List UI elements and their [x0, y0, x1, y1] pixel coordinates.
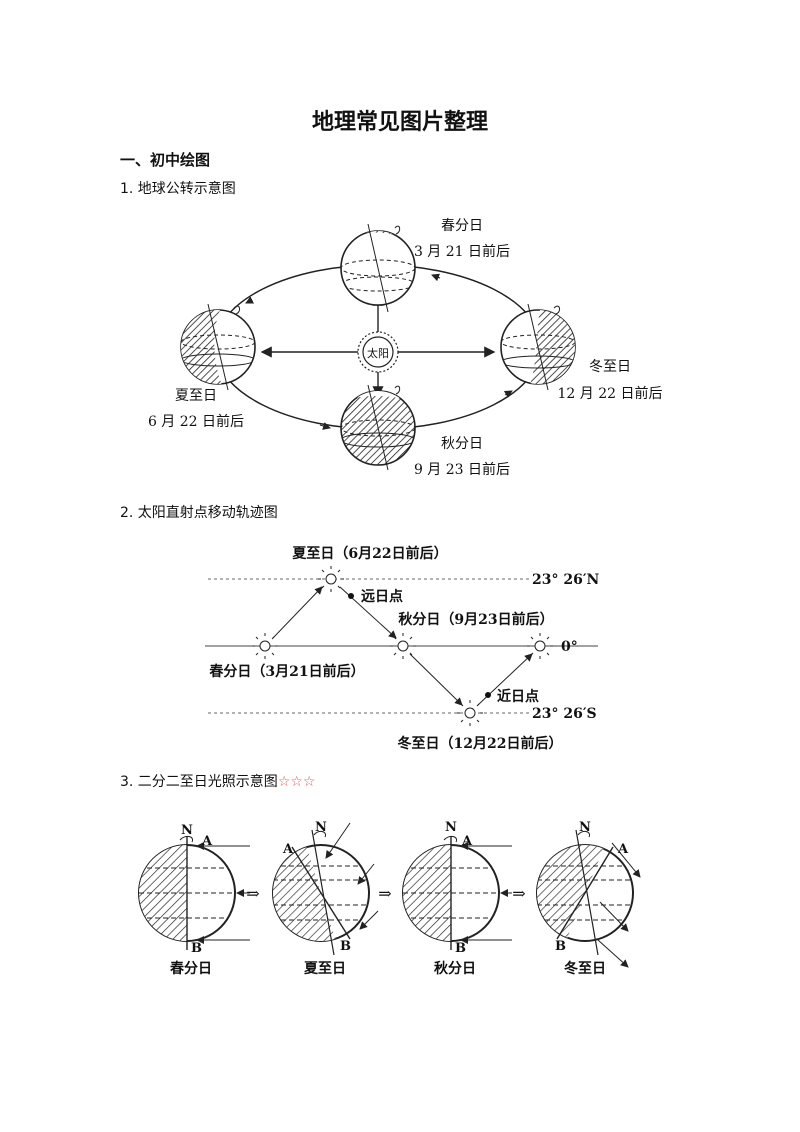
globe-autumn	[402, 835, 512, 950]
globe-spring	[138, 835, 250, 950]
rotation-arrow-icon	[179, 835, 194, 843]
sun-icon	[318, 566, 344, 592]
autumn-caption: 秋分日	[434, 960, 476, 977]
aphelion-label: 远日点	[361, 588, 403, 605]
point-b-label: B	[340, 939, 351, 954]
point-a-label: A	[282, 842, 294, 857]
orbit-arrow-icon	[245, 296, 255, 304]
importance-stars: ☆☆☆	[277, 774, 316, 790]
spring-equinox-date: 3 月 21 日前后	[414, 243, 510, 260]
rotation-arrow-icon	[394, 385, 401, 395]
globe-summer-solstice	[180, 303, 256, 391]
sun-icon: 太阳	[357, 331, 399, 373]
point-a-label: A	[461, 834, 473, 849]
section-heading: 一、初中绘图	[120, 151, 211, 169]
summer-label: 夏至日（6月22日前后）	[292, 545, 447, 562]
rotation-arrow-icon	[443, 835, 458, 843]
latitude-south-label: 23° 26′S	[532, 706, 597, 722]
point-b-label: B	[455, 941, 466, 956]
winter-solstice-date: 12 月 22 日前后	[558, 385, 663, 402]
point-a-label: A	[201, 834, 213, 849]
sun-icon	[457, 700, 483, 726]
autumn-label: 秋分日（9月23日前后）	[398, 611, 553, 628]
spring-equinox-name: 春分日	[441, 218, 483, 234]
autumn-equinox-date: 9 月 23 日前后	[414, 461, 510, 478]
spring-label: 春分日（3月21日前后）	[208, 663, 364, 680]
orbit-arrow-icon	[503, 390, 513, 398]
summer-caption: 夏至日	[304, 960, 346, 977]
figure3-heading: 3. 二分二至日光照示意图☆☆☆	[120, 771, 315, 791]
winter-caption: 冬至日	[564, 960, 606, 977]
sun-icon	[527, 633, 553, 659]
trajectory-line	[409, 653, 463, 706]
perihelion-label: 近日点	[497, 688, 539, 705]
sun-icon	[390, 633, 416, 659]
north-label: N	[445, 820, 457, 835]
orbit-arrow-icon	[319, 422, 331, 430]
north-label: N	[181, 823, 193, 838]
rotation-arrow-icon	[553, 305, 561, 315]
latitude-equator-label: 0°	[561, 639, 578, 655]
figure2-heading: 2. 太阳直射点移动轨迹图	[120, 505, 278, 521]
globe-winter	[536, 829, 641, 968]
winter-label: 冬至日（12月22日前后）	[398, 735, 563, 752]
sun-icon	[252, 633, 278, 659]
point-b-label: B	[191, 941, 202, 956]
transition-arrow-icon: ⇒	[246, 884, 259, 903]
latitude-north-label: 23° 26′N	[532, 572, 600, 588]
globe-summer	[272, 822, 379, 956]
earth-revolution-diagram: 太阳	[148, 218, 663, 478]
page-title: 地理常见图片整理	[311, 110, 488, 135]
aphelion-dot	[348, 593, 354, 599]
point-b-label: B	[555, 939, 566, 954]
globe-winter-solstice	[500, 303, 576, 391]
figure1-heading: 1. 地球公转示意图	[120, 181, 236, 197]
rotation-arrow-icon	[313, 830, 327, 838]
figure3-heading-text: 3. 二分二至日光照示意图	[120, 774, 278, 790]
sun-label: 太阳	[367, 347, 389, 360]
spring-caption: 春分日	[169, 960, 212, 977]
subsolar-point-diagram: 夏至日（6月22日前后） 远日点 秋分日（9月23日前后） 春分日（3月21日前…	[205, 545, 600, 752]
north-label: N	[579, 820, 591, 835]
orbit-arrow-icon	[431, 273, 441, 282]
rotation-arrow-icon	[394, 225, 401, 235]
autumn-equinox-name: 秋分日	[441, 436, 483, 452]
transition-arrow-icon: ⇒	[378, 884, 391, 903]
summer-solstice-date: 6 月 22 日前后	[148, 413, 244, 430]
summer-solstice-name: 夏至日	[175, 388, 217, 404]
rotation-arrow-icon	[233, 305, 241, 315]
north-label: N	[315, 820, 327, 835]
winter-solstice-name: 冬至日	[589, 359, 631, 375]
transition-arrow-icon: ⇒	[512, 884, 525, 903]
rotation-arrow-icon	[577, 830, 591, 838]
trajectory-line	[272, 586, 323, 639]
perihelion-dot	[485, 692, 491, 698]
point-a-label: A	[617, 842, 629, 857]
